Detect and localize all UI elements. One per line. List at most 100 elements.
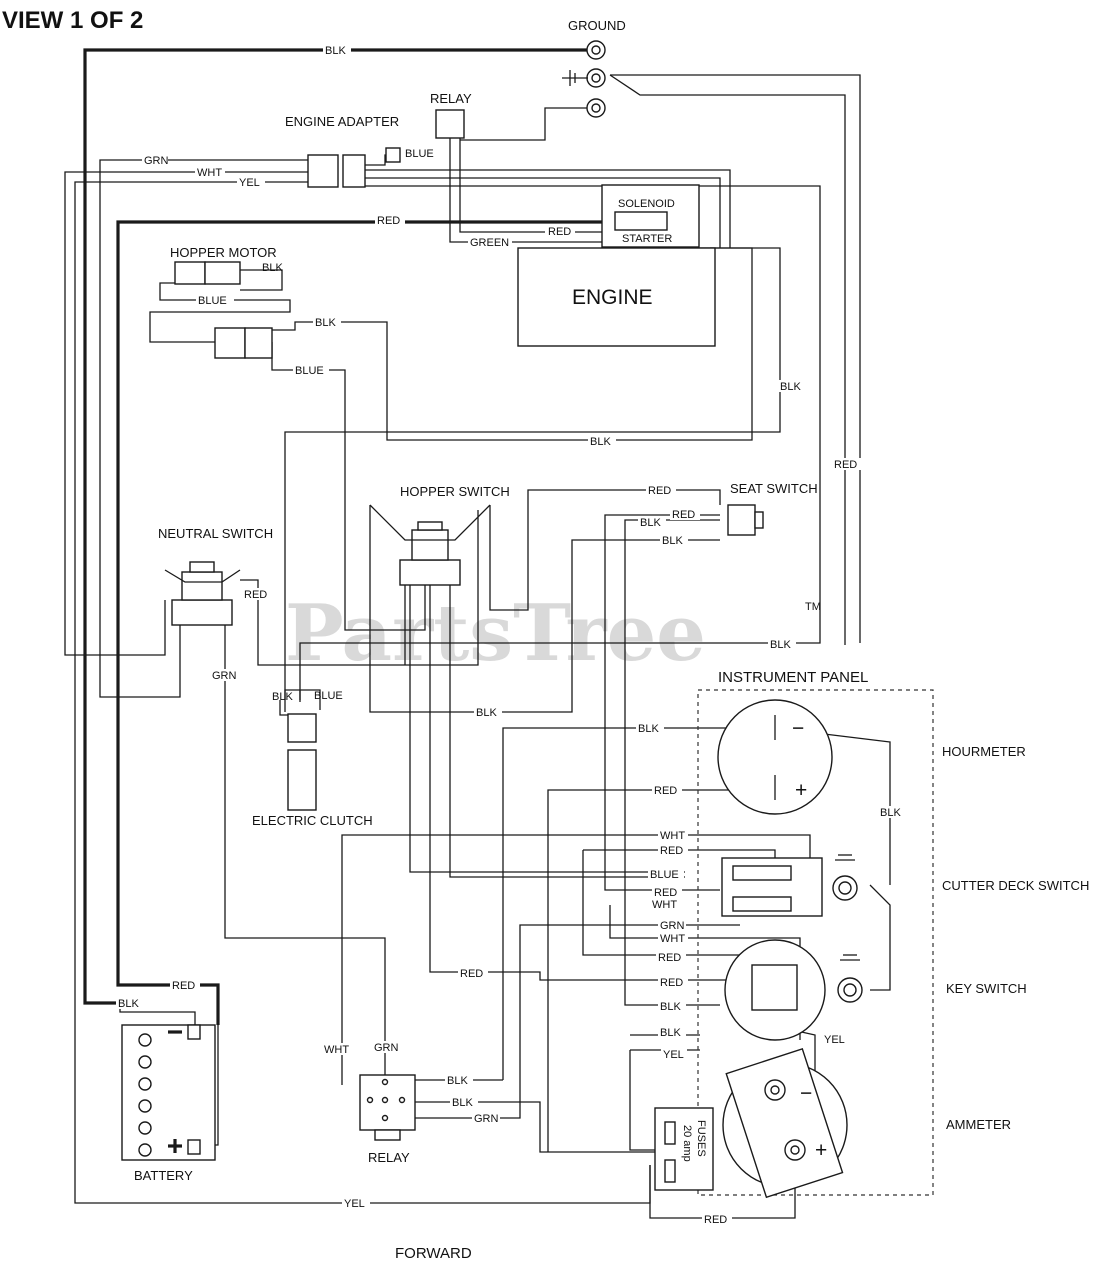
label-engine: ENGINE	[572, 286, 653, 309]
hopper-connector-right	[244, 327, 273, 359]
label-engine-adapter: ENGINE ADAPTER	[285, 114, 399, 129]
hopper-connector-left	[214, 327, 246, 359]
wire-label-yel: YEL	[239, 177, 260, 189]
wire-label-hopper-blk-2: BLK	[315, 317, 336, 329]
label-ammeter: AMMETER	[946, 1117, 1011, 1132]
instrument-panel-outline	[697, 689, 934, 1196]
label-ground: GROUND	[568, 18, 626, 33]
engine-adapter-connector	[307, 147, 401, 188]
wire-label-battery-red: RED	[172, 980, 195, 992]
wire-hopper-blue-panel	[449, 585, 685, 878]
wire-red-solenoid	[459, 138, 605, 233]
label-relay-top: RELAY	[430, 91, 472, 106]
wire-relay-blk	[410, 1101, 665, 1153]
wire-hourmeter-blk	[502, 727, 775, 1080]
label-key-switch: KEY SWITCH	[946, 981, 1027, 996]
wire-label-clutch-blk: BLK	[272, 691, 293, 703]
wire-label-green: GREEN	[470, 237, 509, 249]
wire-wht	[64, 171, 308, 656]
electric-clutch	[287, 749, 317, 811]
key-switch-core	[751, 964, 798, 1011]
wire-label-relay-blk-2: BLK	[452, 1097, 473, 1109]
ground-terminals	[562, 40, 606, 118]
label-electric-clutch: ELECTRIC CLUTCH	[252, 813, 373, 828]
wire-label-red-solenoid: RED	[548, 226, 571, 238]
wire-label-relay-grn-2: GRN	[474, 1113, 499, 1125]
wire-grn	[99, 159, 308, 698]
wire-label-hourmeter-red: RED	[654, 785, 677, 797]
wire-label-panel-blue: BLUE	[650, 869, 679, 881]
wire-label-engine-blk-2: BLK	[590, 436, 611, 448]
label-relay-bottom: RELAY	[368, 1150, 410, 1165]
electric-clutch-connector	[287, 713, 317, 743]
label-solenoid: SOLENOID	[618, 198, 675, 210]
label-hopper-motor: HOPPER MOTOR	[170, 245, 277, 260]
wire-label-panel-grn: GRN	[660, 920, 685, 932]
wire-clutch-blk	[279, 700, 290, 716]
label-forward: FORWARD	[395, 1245, 472, 1262]
hourmeter	[717, 699, 833, 815]
wire-fuse-feed	[629, 1050, 665, 1151]
wire-ground-red	[610, 74, 861, 643]
wire-label-panel-red: RED	[660, 845, 683, 857]
wire-adapter-engine	[365, 169, 731, 248]
hourmeter-plus: +	[795, 779, 807, 802]
label-fuse-rating: 20 amp	[681, 1125, 693, 1162]
wire-label-key-yel: YEL	[824, 1034, 845, 1046]
wire-relay-grn	[410, 924, 740, 1119]
neutral-switch	[164, 561, 241, 626]
wire-label-long-blk: BLK	[770, 639, 791, 651]
wire-hopper-blue	[149, 282, 291, 343]
wire-label-hourmeter-blk-2: BLK	[880, 807, 901, 819]
hopper-switch	[369, 504, 491, 586]
wire-relay-wht	[341, 834, 811, 1085]
seat-switch-tab	[754, 511, 764, 529]
hopper-motor-right	[204, 261, 241, 285]
label-hopper-switch: HOPPER SWITCH	[400, 484, 510, 499]
meter-symbols: − + − +	[792, 717, 827, 1162]
wire-neutral-grn	[224, 625, 386, 1085]
wire-label-fuse-red: RED	[704, 1214, 727, 1226]
wire-label-battery-blk: BLK	[118, 998, 139, 1010]
wire-label-panel-wht-2: WHT	[652, 899, 677, 911]
label-battery: BATTERY	[134, 1168, 193, 1183]
view-title: VIEW 1 OF 2	[2, 7, 143, 34]
wire-main-red	[116, 220, 610, 1025]
wire-red-key	[429, 583, 740, 981]
wire-label-long-yel: YEL	[344, 1198, 365, 1210]
fuse-2	[664, 1159, 676, 1183]
wire-hourmeter-blk-2	[869, 884, 891, 991]
wire-label-panel-red-4: RED	[660, 977, 683, 989]
label-instrument-panel: INSTRUMENT PANEL	[718, 669, 868, 686]
wire-label-ammeter-blk: BLK	[660, 1027, 681, 1039]
hourmeter-minus: −	[792, 717, 804, 740]
wire-hopper-switch-red-2	[240, 510, 479, 666]
wires	[64, 48, 891, 1219]
label-starter: STARTER	[622, 233, 672, 245]
wire-label-panel-red-3: RED	[658, 952, 681, 964]
wire-label-engine-blk: BLK	[780, 381, 801, 393]
label-neutral-switch: NEUTRAL SWITCH	[158, 526, 273, 541]
hopper-motor-left	[174, 261, 206, 285]
wire-label-blue-adapter: BLUE	[405, 148, 434, 160]
wire-label-relay-wht: WHT	[324, 1044, 349, 1056]
label-cutter-deck-switch: CUTTER DECK SWITCH	[942, 878, 1089, 893]
ammeter-plus: +	[815, 1139, 827, 1162]
wire-label-neutral-grn: GRN	[212, 670, 237, 682]
wire-label-red-main: RED	[377, 215, 400, 227]
wire-hopper-switch-blk	[369, 505, 720, 713]
wire-label-panel-wht: WHT	[660, 830, 685, 842]
wire-label-panel-red-2: RED	[654, 887, 677, 899]
relay-bottom-base	[374, 1129, 401, 1141]
wire-label-seat-red: RED	[648, 485, 671, 497]
wire-label-hopper-blue-2: BLUE	[295, 365, 324, 377]
wire-label-seat-blk: BLK	[640, 517, 661, 529]
wire-label-ammeter-yel: YEL	[663, 1049, 684, 1061]
wire-adapter-engine-2	[365, 177, 721, 248]
wire-clutch-blue	[299, 689, 321, 710]
wire-label-panel-blk: BLK	[660, 1001, 681, 1013]
fuse-1	[664, 1121, 676, 1145]
wire-label-neutral-red: RED	[244, 589, 267, 601]
wire-clutch-blk-2	[284, 689, 300, 712]
deck-switch-upper	[732, 865, 792, 881]
